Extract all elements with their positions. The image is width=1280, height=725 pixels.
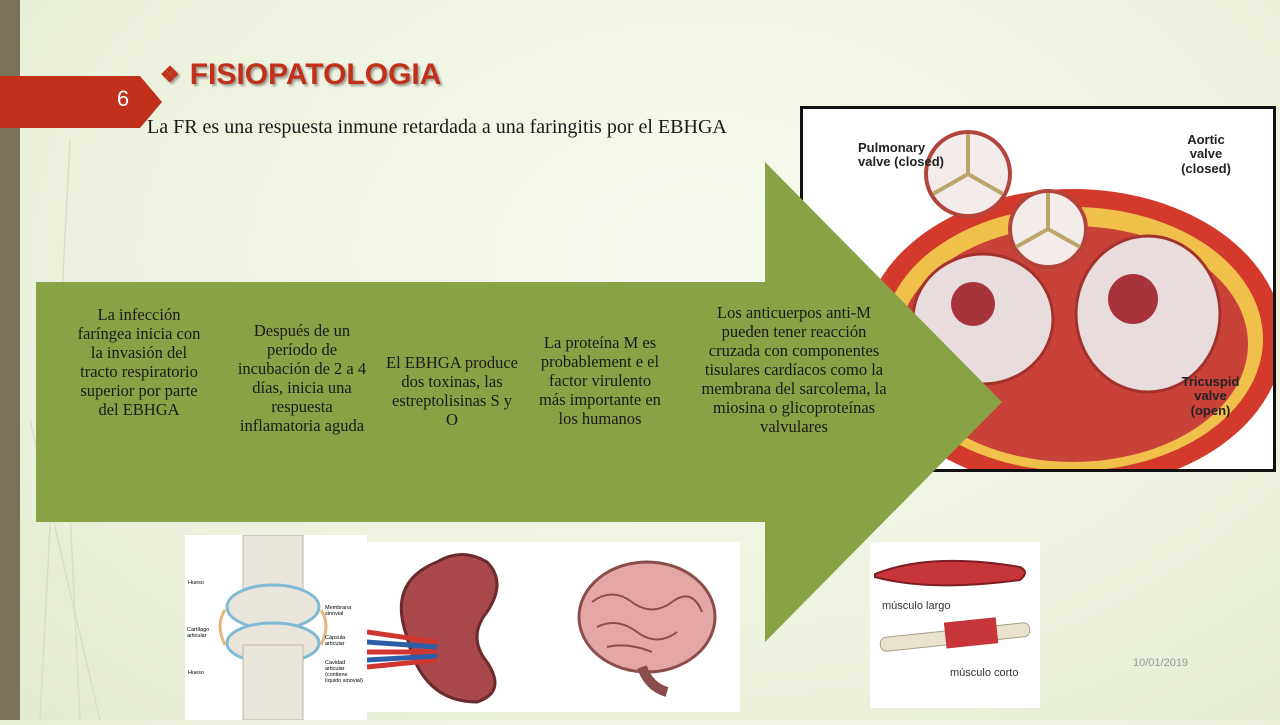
joint-label-membrana: Membrana sinovial (325, 605, 352, 617)
muscle-image: músculo largo músculo corto (870, 542, 1040, 708)
joint-image: Hueso Membrana sinovial Cartílago articu… (185, 534, 367, 721)
joint-label-cartilago: Cartílago articular (187, 627, 210, 639)
process-step-5: Los anticuerpos anti-M pueden tener reac… (701, 303, 887, 436)
slide-date: 10/01/2019 (1133, 657, 1189, 669)
joint-label-cavidad: Cavidad articular (contiene líquido sino… (325, 660, 363, 684)
slide-subtitle: La FR es una respuesta inmune retardada … (147, 116, 727, 138)
slide-number: 6 (116, 86, 130, 111)
process-steps: La infección faríngea inicia con la inva… (36, 300, 936, 520)
muscle-label-corto: músculo corto (950, 667, 1019, 679)
joint-label-hueso-bottom: Hueso (188, 670, 204, 676)
tricuspid-valve-label: Tricuspid valve (open) (1181, 374, 1240, 418)
process-step-3: El EBHGA produce dos toxinas, las estrep… (386, 353, 518, 429)
pulmonary-valve-label: Pulmonary valve (closed) (858, 140, 944, 170)
left-band (0, 0, 20, 720)
muscle-label-largo: músculo largo (882, 600, 951, 612)
process-step-1: La infección faríngea inicia con la inva… (77, 305, 201, 419)
kidney-brain-image (366, 542, 740, 712)
slide-title: ❖ FISIOPATOLOGIA (160, 58, 441, 92)
aortic-valve-label: Aortic valve (closed) (1181, 132, 1231, 176)
process-step-4: La proteína M es probablement e el facto… (539, 333, 661, 428)
slide-number-tab (0, 76, 162, 128)
diamond-bullet-icon: ❖ (160, 62, 180, 87)
joint-label-capsula: Cápsula articular (325, 635, 346, 647)
slide-title-text: FISIOPATOLOGIA (189, 58, 442, 91)
joint-label-hueso-top: Hueso (188, 580, 204, 586)
process-step-2: Después de un período de incubación de 2… (237, 321, 367, 435)
